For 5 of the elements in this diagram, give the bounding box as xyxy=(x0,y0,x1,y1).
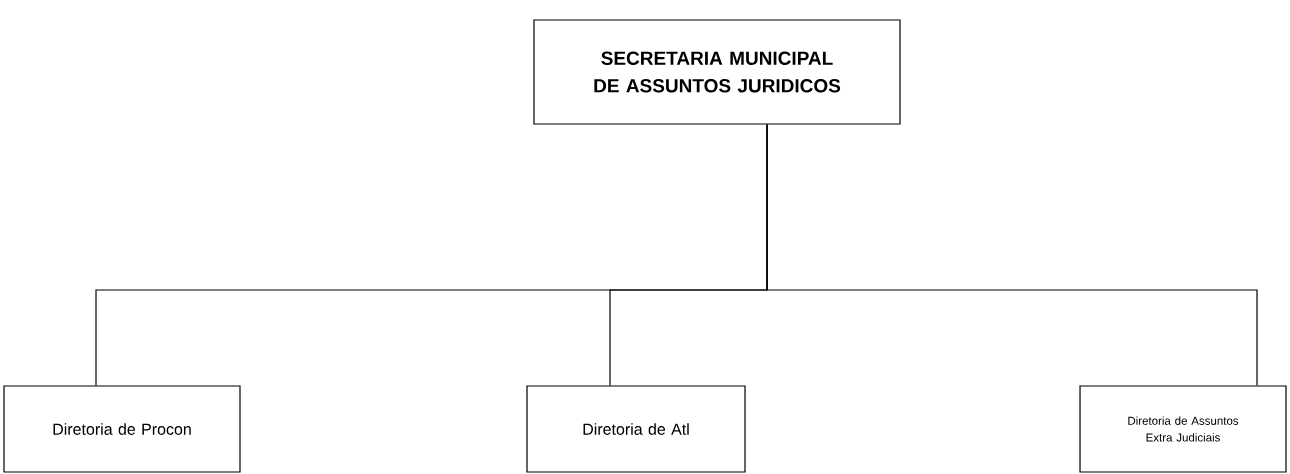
department-box: Diretoria de Procon xyxy=(3,385,241,473)
title-box: SECRETARIA MUNICIPAL DE ASSUNTOS JURIDICOS xyxy=(533,19,901,125)
department-box: Diretoria de Atl xyxy=(526,385,746,473)
department-box: Diretoria de Assuntos Extra Judiciais xyxy=(1079,385,1287,473)
connector-line xyxy=(766,124,1258,386)
